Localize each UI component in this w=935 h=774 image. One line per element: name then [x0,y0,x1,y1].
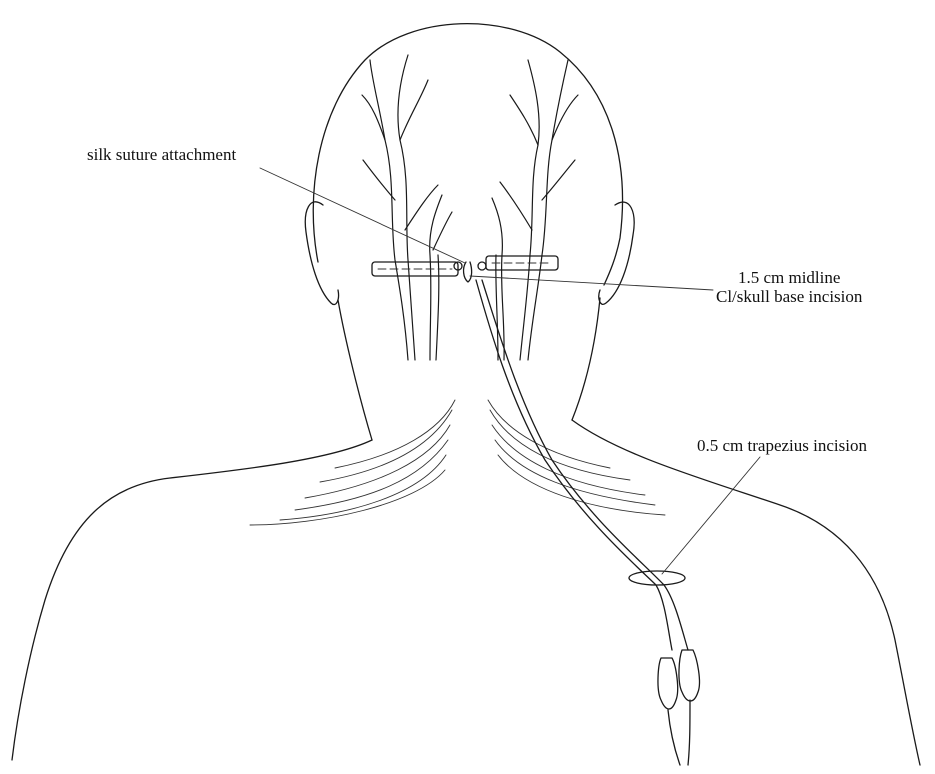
left-nerve-tree [362,55,452,360]
right-connector [679,650,700,701]
midline-label-line1: 1.5 cm midline [716,268,862,287]
left-ear [305,202,338,305]
left-muscle-lines [250,400,455,525]
midline-incision-label: 1.5 cm midline Cl/skull base incision [716,268,862,306]
trapezius-leader-line [662,457,760,574]
midline-leader-line [470,276,713,290]
neck-left-edge [338,300,372,440]
right-nerve-tree [492,60,578,360]
right-shoulder [572,420,920,765]
midline-loop [464,262,472,282]
suture-label: silk suture attachment [87,145,236,164]
neck-right-edge [572,298,600,420]
electrode-leads [372,256,699,765]
right-muscle-lines [488,400,665,515]
midline-label-line2: Cl/skull base incision [716,287,862,306]
head-outline [313,24,622,285]
suture-anchor-right [478,262,486,270]
left-connector [658,658,678,709]
trapezius-incision-label: 0.5 cm trapezius incision [697,436,867,455]
left-shoulder [12,440,372,760]
